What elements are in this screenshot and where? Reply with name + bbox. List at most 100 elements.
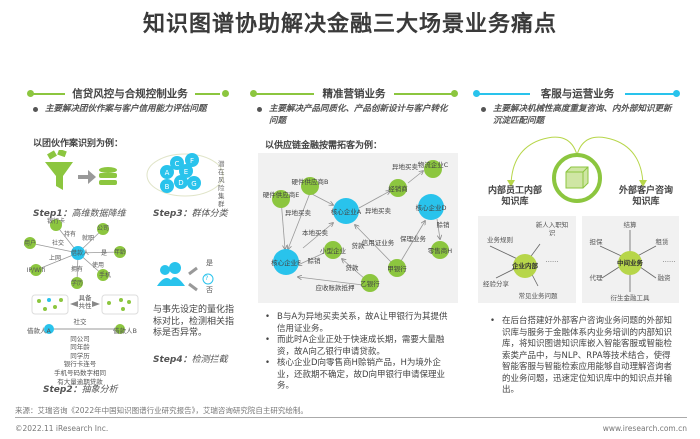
graph-edge-label: 是: [101, 250, 107, 257]
supply-chain-graph: 硬件供应商B 硬件供应商E 核心企业A 经销商 物流企业C 核心企业D 零售商H…: [258, 153, 458, 303]
edge-label: 应收账款抵押: [316, 283, 356, 292]
node-bank-yi: 乙银行: [360, 279, 380, 288]
divider-dot: [222, 90, 229, 97]
graph-node: 手机: [99, 271, 111, 279]
edge-label: 异地买卖: [285, 208, 312, 217]
external-center: 中间业务: [617, 258, 644, 267]
node-hardware-supplier-e: 硬件供应商E: [263, 190, 300, 199]
section-header: 精准营销业务: [314, 86, 394, 101]
link-item: 手机号码数字相同: [54, 368, 106, 377]
borrower-graph: 借款人 银行卡 公司 用户 年龄 IP/Wifi 手机 学历 持有 就职 社交 …: [24, 217, 126, 289]
step2-label: Step2：抽象分析: [43, 385, 118, 395]
external-item: 结算: [624, 220, 638, 229]
no-label: 否: [206, 286, 213, 294]
graph-center: 借款人: [71, 249, 89, 257]
bullet-item: 核心企业D向零售商H赊销产品，H为境外企业，还款期不确定，故D向甲银行申请保理业…: [263, 358, 453, 393]
node-core-enterprise-f: 核心企业F: [271, 258, 301, 267]
node-core-enterprise-d: 核心企业D: [415, 203, 446, 212]
graph-node: IP/Wifi: [27, 267, 46, 274]
cluster-diagram: A B C D E F G: [146, 153, 224, 197]
internal-item: 常见业务问题: [519, 291, 559, 300]
external-item: 租赁: [656, 237, 670, 246]
node-retailer-h: 零售商H: [428, 246, 453, 255]
share-label: 具备共性: [78, 294, 92, 310]
internal-item: 经验分享: [483, 279, 510, 288]
divider-dot: [673, 90, 680, 97]
divider-dot: [27, 90, 34, 97]
abstract-analysis-diagram: [31, 294, 139, 334]
marketing-bullets: B与A为异地买卖关系，故A让甲银行为其提供信用证业务。 而此时A企业正处于快速成…: [263, 312, 453, 393]
step1-label: Step1：高维数据降维: [33, 209, 126, 219]
cluster-node: D: [178, 179, 183, 187]
external-kb-map: 中间业务 结算 担保 租赁 代理 融资 衍生金融工具 ……: [582, 216, 679, 303]
borrower-b: 借款人B: [113, 327, 137, 335]
node-hardware-supplier-b: 硬件供应商B: [292, 177, 329, 186]
section-lead: 主要解决机械性高度重复咨询、内外部知识更新沉淀匹配问题: [481, 103, 678, 127]
source-note: 来源：艾瑞咨询《2022年中国知识图谱行业研究报告》，艾瑞咨询研究院自主研究绘制…: [15, 406, 308, 415]
external-item: 担保: [590, 237, 604, 246]
edge-label: 本地买卖: [302, 228, 329, 237]
internal-item: ……: [546, 256, 559, 264]
node-bank-jia: 甲银行: [387, 264, 407, 273]
cluster-label: 潜在风险集群: [218, 160, 225, 208]
knowledge-base-icon: [507, 136, 647, 203]
graph-node: 年龄: [114, 248, 126, 256]
cluster-node: F: [190, 157, 194, 165]
link-item: 同公司: [70, 334, 90, 343]
copyright: ©2022.11 iResearch Inc.: [15, 424, 109, 433]
graph-node: 公司: [97, 225, 109, 232]
section-header: 客服与运营业务: [530, 86, 625, 101]
external-item: 衍生金融工具: [611, 293, 651, 302]
edge-label: 保理业务: [400, 234, 427, 243]
bullet-item: 而此时A企业正处于快速成长期，需要大量融资，故A向乙银行申请贷款。: [263, 335, 453, 358]
example-heading: 以团伙作案识别为例：: [33, 139, 124, 149]
edge-label: 异地买卖: [392, 162, 419, 171]
common-links: 社交 同公司 同年龄 同学历 银行卡连号 手机号码数字相同 有大量逾期贷款: [40, 318, 120, 386]
graph-edge-label: 拥有: [71, 265, 83, 273]
cluster-node: G: [191, 180, 196, 188]
section-lead: 主要解决产品同质化、产品创新设计与客户转化问题: [257, 104, 448, 126]
internal-kb-label: 内部员工内部知识库: [487, 186, 542, 207]
node-small-enterprise: 小型企业: [320, 246, 347, 255]
graph-edge-label: 就职: [82, 234, 94, 242]
borrower-a: 借款人A: [27, 327, 51, 335]
section-header: 信贷风控与合规控制业务: [65, 86, 195, 101]
page-title: 知识图谱协助解决金融三大场景业务痛点: [142, 12, 557, 37]
internal-item: 新人入职知识: [535, 221, 569, 237]
edge-label: 信用证业务: [362, 238, 395, 247]
internal-kb-map: 企业内部 业务规则 …… 经验分享 常见业务问题: [478, 216, 576, 303]
example-heading: 以供应链金融按需拓客为例：: [265, 141, 383, 151]
graph-edge-label: 使用: [92, 261, 104, 269]
divider-dot: [473, 90, 480, 97]
link-item: 银行卡连号: [63, 360, 97, 369]
node-logistics-c: 物流企业C: [418, 160, 449, 169]
graph-node: 学历: [71, 279, 83, 287]
cluster-node: C: [175, 160, 180, 168]
question-mark: ?: [205, 274, 209, 282]
internal-item: 业务规则: [487, 235, 513, 244]
graph-node: 用户: [24, 239, 36, 247]
cluster-node: B: [165, 183, 170, 191]
graph-edge-label: 持有: [64, 230, 76, 238]
footer-divider: [15, 417, 687, 418]
edge-label: 赊销: [308, 256, 322, 265]
divider-dot: [451, 90, 458, 97]
link-item: 有大量逾期贷款: [57, 377, 103, 386]
node-distributor: 经销商: [388, 184, 408, 193]
link-item: 同年龄: [70, 343, 90, 352]
people-decision-icon: [157, 262, 214, 292]
edge-label: 赊销: [437, 220, 451, 229]
link-item: 同学历: [70, 351, 90, 360]
cluster-node: A: [165, 169, 170, 177]
service-bullets: 在后台搭建好外部客户咨询业务问题的外部知识库与服务于金融体系内业务培训的内部知识…: [488, 316, 673, 397]
graph-edge-label: 社交: [52, 239, 64, 247]
divider-dot: [250, 90, 257, 97]
step4-description: 与事先设定的量化指标对比，检测相关指标是否异常。: [153, 305, 235, 338]
step4-label: Step4：检测拦截: [153, 355, 228, 365]
bullet-item: 在后台搭建好外部客户咨询业务问题的外部知识库与服务于金融体系内业务培训的内部知识…: [488, 316, 673, 397]
edge-label: 贷款: [346, 263, 360, 272]
external-kb-label: 外部客户咨询知识库: [618, 186, 673, 207]
step3-label: Step3：群体分类: [153, 209, 228, 219]
node-core-enterprise-a: 核心企业A: [331, 207, 362, 216]
external-item: 代理: [590, 273, 604, 282]
